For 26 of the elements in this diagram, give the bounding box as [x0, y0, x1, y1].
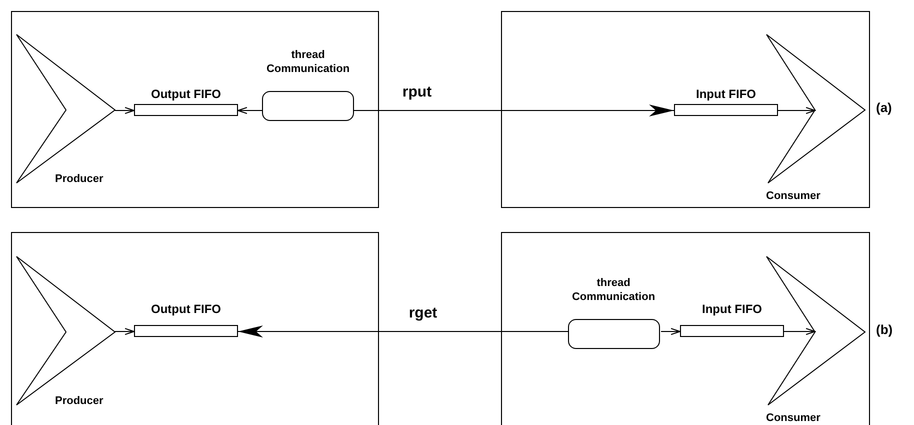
edge-label: rget: [408, 306, 438, 320]
arrow: [114, 107, 134, 114]
panel-label: (b): [876, 323, 893, 336]
fifo-label: Output FIFO: [151, 303, 221, 315]
arrow: [784, 328, 816, 335]
process-label: Producer: [55, 174, 104, 185]
edge-label: rput: [402, 84, 432, 100]
panel-label: (a): [876, 101, 892, 114]
process-label: Consumer: [766, 191, 820, 202]
arrow: [238, 107, 264, 114]
process-frame: [11, 11, 379, 208]
fifo-label: Input FIFO: [696, 88, 756, 100]
process-frame: [11, 232, 379, 425]
process-label: Producer: [55, 396, 104, 407]
process-frame: [501, 232, 870, 425]
process-label: Consumer: [766, 413, 820, 424]
arrow: [114, 328, 134, 335]
fifo-label: Output FIFO: [151, 88, 221, 100]
arrow: [660, 328, 680, 335]
thread-label: thread Communication: [570, 276, 656, 304]
process-frame: [501, 11, 870, 208]
arrow: [238, 326, 570, 338]
thread-label: thread Communication: [265, 48, 351, 76]
arrow: [354, 104, 674, 116]
arrow: [778, 107, 816, 114]
fifo-label: Input FIFO: [702, 303, 762, 315]
